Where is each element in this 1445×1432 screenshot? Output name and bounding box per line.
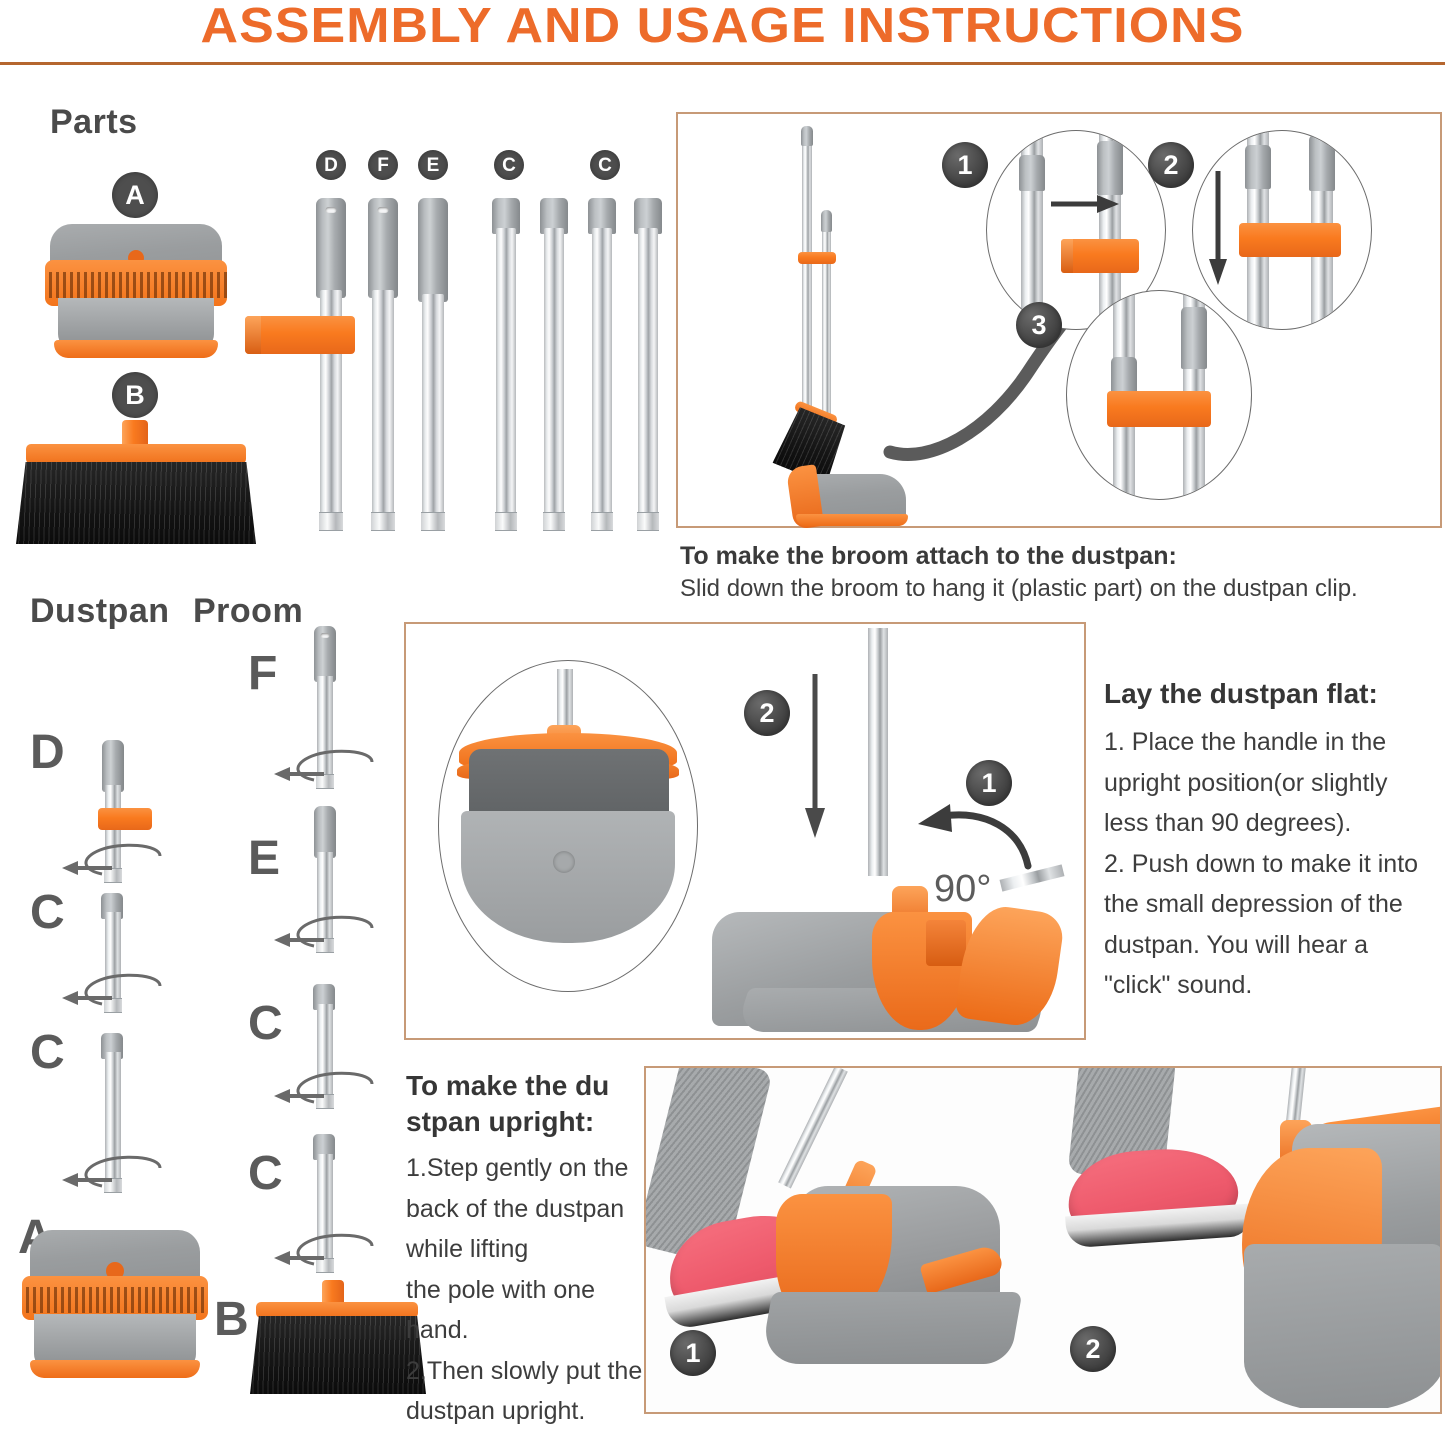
lay-flat-step-2-badge: 2 [744, 690, 790, 736]
lay-flat-line-5: the small depression of the [1104, 890, 1403, 918]
assembly-broom-icon [248, 1280, 426, 1406]
pole-e-ferrule [421, 512, 445, 531]
upright-line-4: the pole with one hand. [406, 1275, 596, 1345]
lay-flat-line-7: "click" sound. [1104, 971, 1253, 999]
assembled-set-illustration [760, 122, 940, 530]
lay-flat-line-3: less than 90 degrees). [1104, 809, 1352, 837]
lay-flat-line-6: dustpan. You will hear a [1104, 930, 1369, 959]
rotate-90-arrow-icon [918, 804, 1032, 870]
lay-flat-line-2: upright position(or slightly [1104, 768, 1388, 797]
page-title: ASSEMBLY AND USAGE INSTRUCTIONS [200, 0, 1245, 53]
assembly-label-pc1: C [248, 997, 283, 1050]
rotate-arrow-icon-d [62, 843, 162, 876]
lay-flat-panel: 2 1 90° [404, 622, 1086, 1040]
pole-d-ferrule [319, 512, 343, 531]
title-divider [0, 62, 1445, 65]
attach-step-2-badge: 2 [1148, 142, 1194, 188]
upright-photo-1: 1 [646, 1068, 1046, 1408]
lay-flat-line-4: 2. Push down to make it into [1104, 849, 1419, 878]
attach-detail-2 [1192, 130, 1372, 330]
assembly-label-b: B [214, 1293, 249, 1346]
pole-e-shaft [422, 294, 444, 522]
rotate-arrow-icon-pc2 [274, 1233, 374, 1266]
assembly-dustpan-icon [18, 1230, 214, 1400]
upright-line-1: 1.Step gently on the [406, 1154, 629, 1182]
lay-flat-heading: Lay the dustpan flat: [1104, 678, 1378, 709]
down-arrow-icon-flat [805, 674, 825, 838]
part-a-group: A [42, 172, 232, 372]
upright-body: 1.Step gently on the back of the dustpan… [406, 1148, 656, 1432]
photo-2-step-badge: 2 [1070, 1326, 1116, 1372]
pole-f-shaft [372, 290, 394, 522]
assembly-label-c2: C [30, 1026, 65, 1079]
upright-line-6: dustpan upright. [406, 1397, 586, 1425]
rotate-arrow-icon-pc1 [274, 1071, 374, 1104]
attach-caption-heading: To make the broom attach to the dustpan: [680, 542, 1177, 570]
rotate-arrow-icon-e [274, 915, 374, 948]
attach-caption-body: Slid down the broom to hang it (plastic … [680, 575, 1358, 602]
pole-badge-c-left: C [494, 150, 524, 180]
rotate-arrow-icon-c2 [62, 1155, 162, 1188]
upright-line-2: back of the dustpan [406, 1194, 625, 1223]
assembly-column-dustpan: D C C A [0, 640, 208, 1400]
pole-badge-f: F [368, 150, 398, 180]
lay-flat-body: 1. Place the handle in the upright posit… [1104, 722, 1445, 1006]
angle-label: 90° [934, 868, 992, 910]
attach-step-3-badge: 3 [1016, 302, 1062, 348]
parts-pole-rack: D F E C C [245, 150, 662, 550]
upright-heading-line2: stpan upright: [406, 1106, 595, 1137]
assembly-label-f: F [248, 647, 278, 700]
assembly-heading-dustpan: Dustpan [30, 592, 170, 630]
rotate-arrow-icon-f [274, 749, 374, 782]
pole-badge-c-right: C [590, 150, 620, 180]
lay-flat-step-1-badge: 1 [966, 760, 1012, 806]
lay-flat-dustpan-illustration [712, 864, 1076, 1034]
broom-plate-icon [26, 444, 246, 464]
part-badge-b: B [112, 372, 158, 418]
parts-heading: Parts [50, 103, 138, 141]
photo-1-step-badge: 1 [670, 1330, 716, 1376]
pole-d-grip [316, 198, 346, 298]
dustpan-lip-icon [54, 340, 218, 358]
assembly-heading-proom: Proom [193, 592, 304, 630]
upright-photo-2: 2 [1044, 1068, 1440, 1408]
attach-detail-3 [1066, 290, 1252, 500]
part-badge-a: A [112, 172, 158, 218]
pole-badge-d: D [316, 150, 346, 180]
down-arrow-icon [1209, 171, 1227, 285]
assembly-column-proom: F E C C B [196, 616, 426, 1406]
assembly-label-pc2: C [248, 1147, 283, 1200]
assembly-label-c1: C [30, 886, 65, 939]
pole-e-grip [418, 198, 448, 302]
rotate-arrow-icon-c1 [62, 973, 162, 1006]
broom-bristles-icon [16, 462, 256, 544]
assembly-label-d: D [30, 726, 65, 779]
part-b-group: B [10, 372, 256, 544]
assembly-label-e: E [248, 832, 281, 885]
attach-step-1-badge: 1 [942, 142, 988, 188]
upright-line-3: while lifting [406, 1235, 529, 1263]
attach-panel: 1 2 3 [676, 112, 1442, 530]
pole-f-ferrule [371, 512, 395, 531]
lay-flat-pole [868, 628, 888, 876]
lay-flat-line-1: 1. Place the handle in the [1104, 728, 1387, 756]
right-arrow-icon [1051, 195, 1119, 213]
broom-clip-icon [245, 316, 355, 354]
upright-photo-panel: 1 2 [644, 1066, 1442, 1414]
pole-badge-e: E [418, 150, 448, 180]
pole-f-grip [368, 198, 398, 298]
upright-heading-line1: To make the du [406, 1070, 610, 1101]
upright-line-5: 2.Then slowly put the [406, 1356, 643, 1385]
lay-flat-detail-inset [438, 660, 698, 992]
